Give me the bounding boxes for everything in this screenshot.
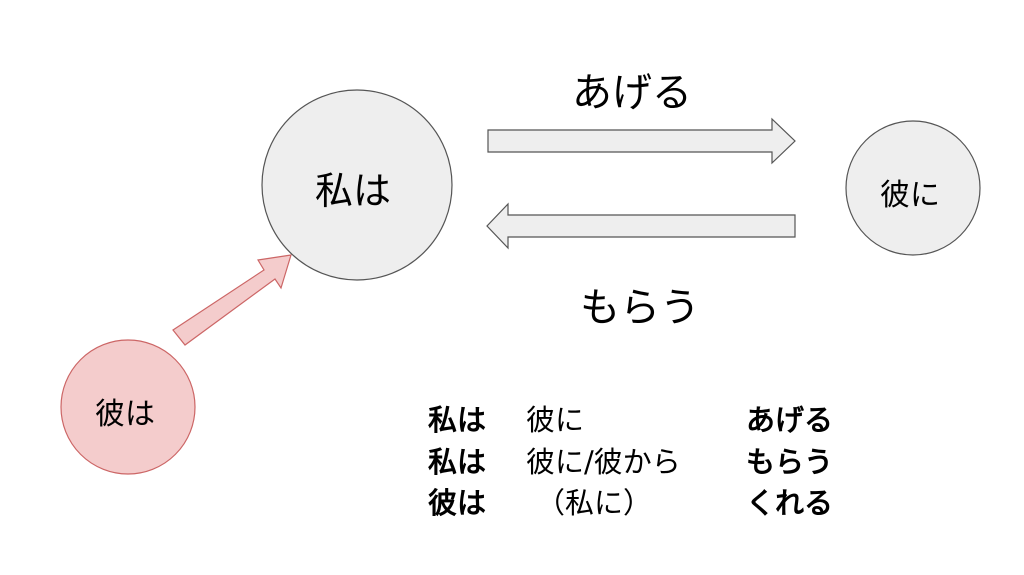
row-object: 彼に <box>526 403 585 437</box>
give-label: あげる <box>572 70 692 116</box>
node-kare-ni <box>845 120 981 256</box>
give-arrow <box>487 117 796 165</box>
node-label-kare-wa: 彼は <box>95 397 155 432</box>
row-subject: 彼は <box>428 486 487 520</box>
receive-label: もらう <box>580 285 700 331</box>
row-object: 彼に/彼から <box>526 445 681 479</box>
row-verb: もらう <box>746 445 834 479</box>
row-object: （私に） <box>536 486 653 520</box>
node-label-kare-ni: 彼に <box>880 178 940 213</box>
node-label-watashi-wa: 私は <box>315 169 392 213</box>
node-watashi-wa <box>261 89 453 281</box>
node-kare-wa <box>60 339 196 475</box>
row-subject: 私は <box>428 403 487 437</box>
kureru-arrow <box>172 254 292 346</box>
row-verb: くれる <box>746 486 834 520</box>
row-verb: あげる <box>746 403 834 437</box>
row-subject: 私は <box>428 445 487 479</box>
receive-arrow <box>486 202 796 250</box>
